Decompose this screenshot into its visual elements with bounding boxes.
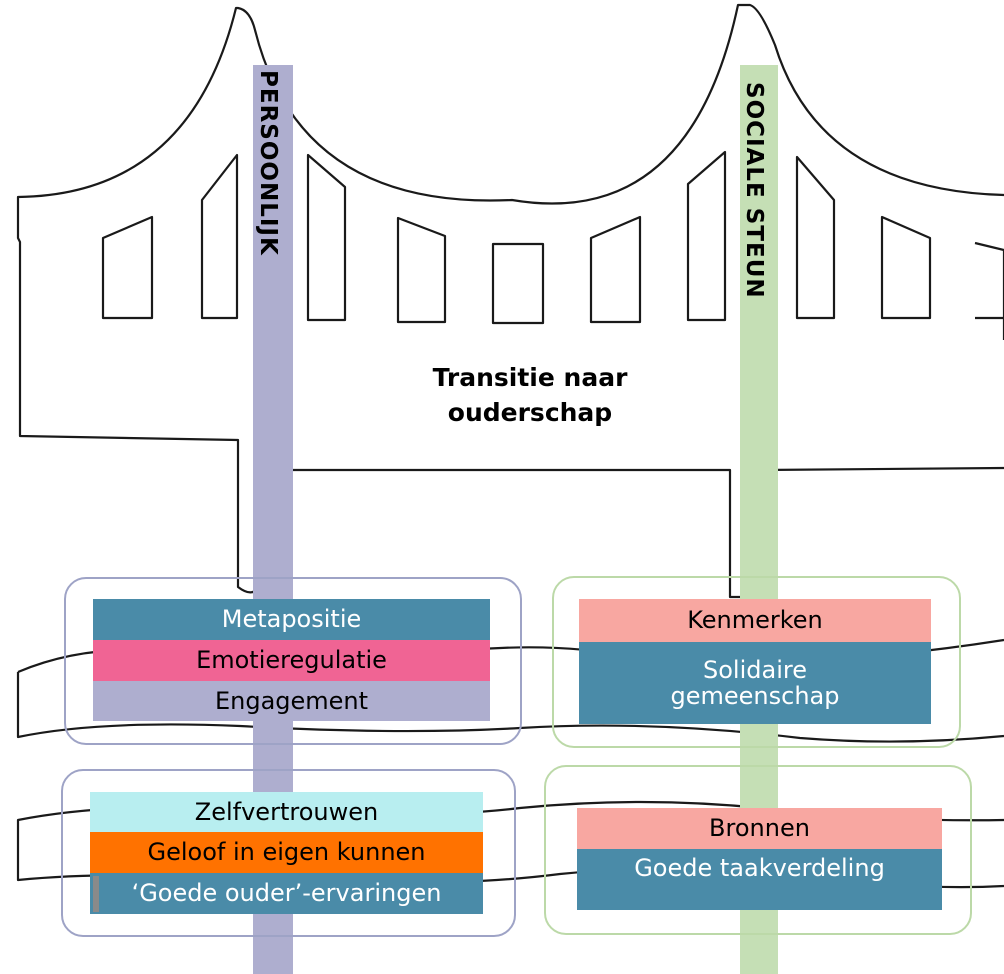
item-geloof-in-eigen-kunnen: Geloof in eigen kunnen [90,832,483,873]
group-bottom-left [61,769,516,937]
item-label: ‘Goede ouder’-ervaringen [131,879,442,908]
item-bronnen: Bronnen [577,808,942,849]
group-top-right [552,576,961,748]
group-top-left [64,577,522,745]
item-label: Goede taakverdeling [634,854,885,882]
bridge-window [491,242,545,325]
item-metapositie: Metapositie [93,599,490,640]
item-label: Kenmerken [687,606,823,635]
item-goede-ouder-ervaringen: ‘Goede ouder’-ervaringen [90,873,483,914]
column-edge-marker [93,876,99,912]
group-bottom-right [544,765,972,935]
bridge-window [589,215,642,324]
bridge-window [974,241,1004,320]
item-label: Solidaire gemeenschap [670,655,840,710]
diagram-title: Transitie naar ouderschap [432,363,628,427]
item-zelfvertrouwen: Zelfvertrouwen [90,792,483,832]
item-label: Zelfvertrouwen [194,797,379,826]
item-solidaire-gemeenschap: Solidaire gemeenschap [579,642,931,724]
item-label: Geloof in eigen kunnen [147,838,426,867]
bridge-window [795,155,836,320]
bridge-window [306,153,347,322]
bridge-window [880,215,932,320]
item-label: Engagement [214,686,369,715]
item-kenmerken: Kenmerken [579,599,931,642]
item-engagement: Engagement [93,681,490,721]
item-label: Bronnen [709,814,810,843]
bridge-window [200,153,239,320]
bridge-window [396,216,447,324]
bridge-deck-outline [16,3,1004,599]
item-label: Metapositie [221,605,362,634]
persoonlijk-label: PERSOONLIJK [255,70,281,256]
item-goede-taakverdeling: Goede taakverdeling [577,849,942,910]
item-label: Emotieregulatie [196,646,387,675]
bridge-window [686,150,727,322]
item-emotieregulatie: Emotieregulatie [93,640,490,681]
bridge-window [101,215,154,320]
sociale-steun-label: SOCIALE STEUN [741,82,767,299]
